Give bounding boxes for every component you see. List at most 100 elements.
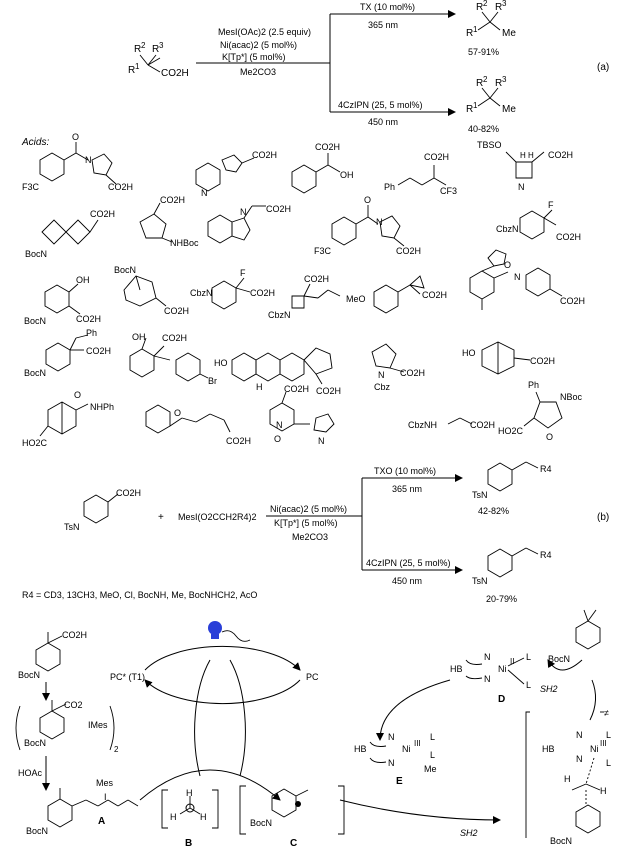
svg-text:H: H (200, 812, 207, 822)
acid-2: CO2H N (195, 150, 277, 198)
label-C: C (290, 838, 297, 849)
svg-text:CO2H: CO2H (556, 232, 581, 242)
pc-ground: PC (306, 672, 319, 682)
acid-6: BocN CO2H (25, 209, 115, 259)
svg-text:O: O (174, 408, 181, 418)
b-reagent: MesI(O2CCH2R4)2 (178, 512, 257, 522)
svg-text:TsN: TsN (472, 490, 488, 500)
svg-text:HB: HB (542, 744, 555, 754)
svg-text:H: H (170, 812, 177, 822)
svg-text:CO2H: CO2H (304, 274, 329, 284)
svg-text:L: L (526, 680, 531, 690)
b-top-wavelength: 365 nm (392, 484, 422, 494)
svg-text:R: R (495, 2, 502, 13)
svg-text:2: 2 (483, 75, 488, 84)
svg-text:F: F (548, 200, 554, 210)
svg-text:Me: Me (424, 764, 437, 774)
svg-text:CO2H: CO2H (90, 209, 115, 219)
svg-text:1: 1 (135, 62, 140, 71)
scheme-b-product-top: R4 TsN 42-82% (472, 461, 552, 516)
svg-text:F3C: F3C (22, 182, 40, 192)
b-bottom-catalyst: 4CzIPN (25, 5 mol%) (366, 558, 451, 568)
svg-text:2: 2 (483, 0, 488, 8)
svg-text:N: N (576, 754, 583, 764)
scheme-a-label: (a) (597, 62, 609, 73)
svg-text:F3C: F3C (314, 246, 332, 256)
scheme-b: CO2H TsN + MesI(O2CCH2R4)2 Ni(acac)2 (5 … (22, 461, 609, 604)
svg-text:3: 3 (159, 41, 164, 50)
acid-5: TBSO CO2H N H H (477, 140, 573, 192)
acid-8: N CO2H (207, 204, 291, 244)
svg-text:2: 2 (141, 41, 146, 50)
svg-text:II: II (510, 657, 514, 666)
svg-text:Ph: Ph (384, 182, 395, 192)
svg-text:TBSO: TBSO (477, 140, 502, 150)
acid-11: OH BocN CO2H (24, 275, 101, 326)
hoac-label: HOAc (18, 768, 43, 778)
radical-C: BocN C (239, 785, 345, 849)
svg-text:BocN: BocN (26, 826, 48, 836)
svg-text:O: O (364, 195, 371, 205)
svg-text:1: 1 (473, 101, 478, 110)
svg-text:CO2H: CO2H (470, 420, 495, 430)
svg-text:CO2H: CO2H (108, 182, 133, 192)
top-wavelength: 365 nm (368, 20, 398, 30)
svg-text:CbzN: CbzN (268, 310, 291, 320)
top-catalyst: TX (10 mol%) (360, 2, 415, 12)
svg-text:CO2H: CO2H (560, 296, 585, 306)
svg-text:SH2: SH2 (460, 828, 478, 838)
svg-text:TsN: TsN (472, 576, 488, 586)
svg-text:CO2: CO2 (64, 700, 83, 710)
acid-14: CO2H CbzN (268, 274, 341, 320)
svg-text:CF3: CF3 (440, 186, 457, 196)
svg-text:R: R (495, 78, 502, 89)
label-A: A (98, 816, 105, 827)
svg-text:BocN: BocN (25, 249, 47, 259)
r3-label: R (152, 44, 159, 55)
top-yield: 57-91% (468, 47, 499, 57)
ni-E: HB N N Ni III L L Me E (354, 732, 437, 787)
svg-text:H: H (186, 788, 193, 798)
svg-text:3: 3 (502, 75, 507, 84)
pc-excited: PC* (T1) (110, 672, 145, 682)
label-B: B (185, 838, 192, 849)
svg-text:H: H (520, 151, 526, 160)
svg-text:CO2H: CO2H (250, 288, 275, 298)
acid-13: CbzN F CO2H (190, 268, 275, 310)
svg-text:Ph: Ph (86, 328, 97, 338)
acid-3: CO2H OH (291, 142, 354, 194)
acid-24: CO2H N O N (269, 384, 335, 446)
svg-text:BocN: BocN (24, 738, 46, 748)
b-top-catalyst: TXO (10 mol%) (374, 466, 436, 476)
svg-text:3: 3 (502, 0, 507, 8)
svg-text:HB: HB (354, 744, 367, 754)
svg-text:H: H (600, 786, 607, 796)
svg-text:III: III (414, 739, 421, 748)
scheme-b-label: (b) (597, 512, 609, 523)
svg-text:OH: OH (76, 275, 90, 285)
scheme-a: R 2 R 3 R 1 CO2H MesI(OAc)2 (2.5 equiv) … (128, 0, 609, 134)
svg-text:BocN: BocN (18, 670, 40, 680)
svg-text:H: H (256, 382, 263, 392)
svg-text:O: O (546, 432, 553, 442)
svg-text:N: N (388, 732, 395, 742)
r4-definition: R4 = CD3, 13CH3, MeO, Cl, BocNH, Me, Boc… (22, 590, 257, 600)
svg-text:BocN: BocN (548, 654, 570, 664)
svg-text:CbzNH: CbzNH (408, 420, 437, 430)
svg-text:HO: HO (214, 358, 228, 368)
svg-text:N: N (388, 758, 395, 768)
acid-26: Ph NBoc HO2C O (498, 380, 583, 442)
svg-text:CO2H: CO2H (86, 346, 111, 356)
svg-text:R: R (466, 104, 473, 115)
svg-text:L: L (606, 730, 611, 740)
svg-text:O: O (504, 260, 511, 270)
acid-16: N CO2H O (469, 249, 585, 310)
svg-text:N: N (240, 207, 247, 217)
plus-sign: + (158, 512, 164, 523)
svg-text:R: R (476, 78, 483, 89)
bottom-catalyst: 4CzIPN (25, 5 mol%) (338, 100, 423, 110)
svg-text:Ni: Ni (402, 744, 411, 754)
svg-text:O: O (72, 132, 79, 142)
